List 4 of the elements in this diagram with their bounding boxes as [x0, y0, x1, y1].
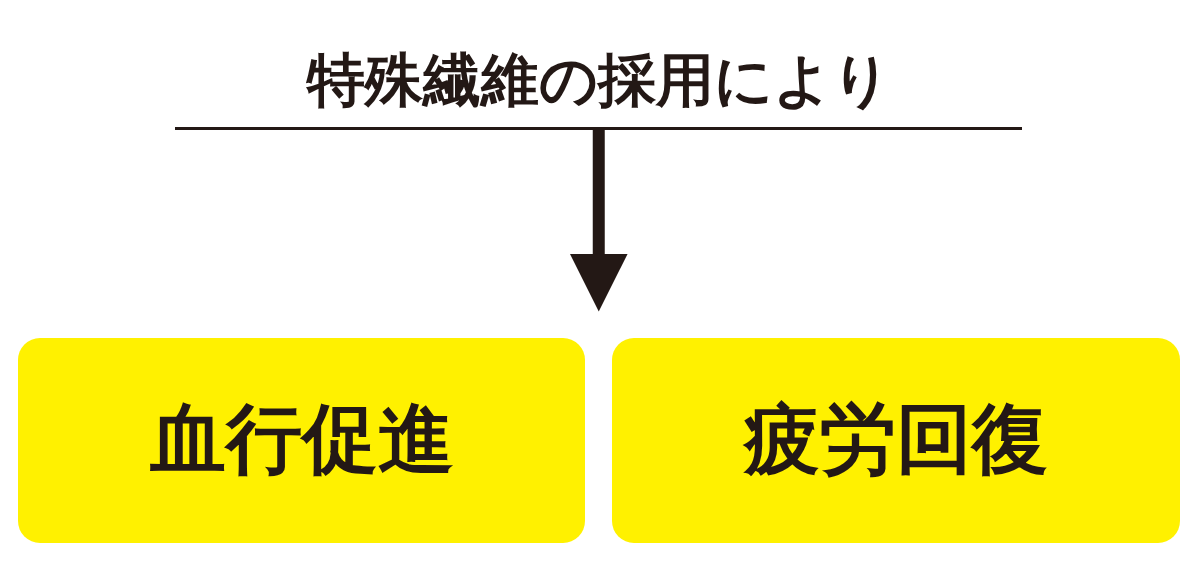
result-box: 血行促進 — [18, 338, 585, 543]
heading-text: 特殊繊維の採用により — [175, 20, 1022, 130]
arrow — [569, 130, 628, 312]
result-box: 疲労回復 — [612, 338, 1180, 543]
